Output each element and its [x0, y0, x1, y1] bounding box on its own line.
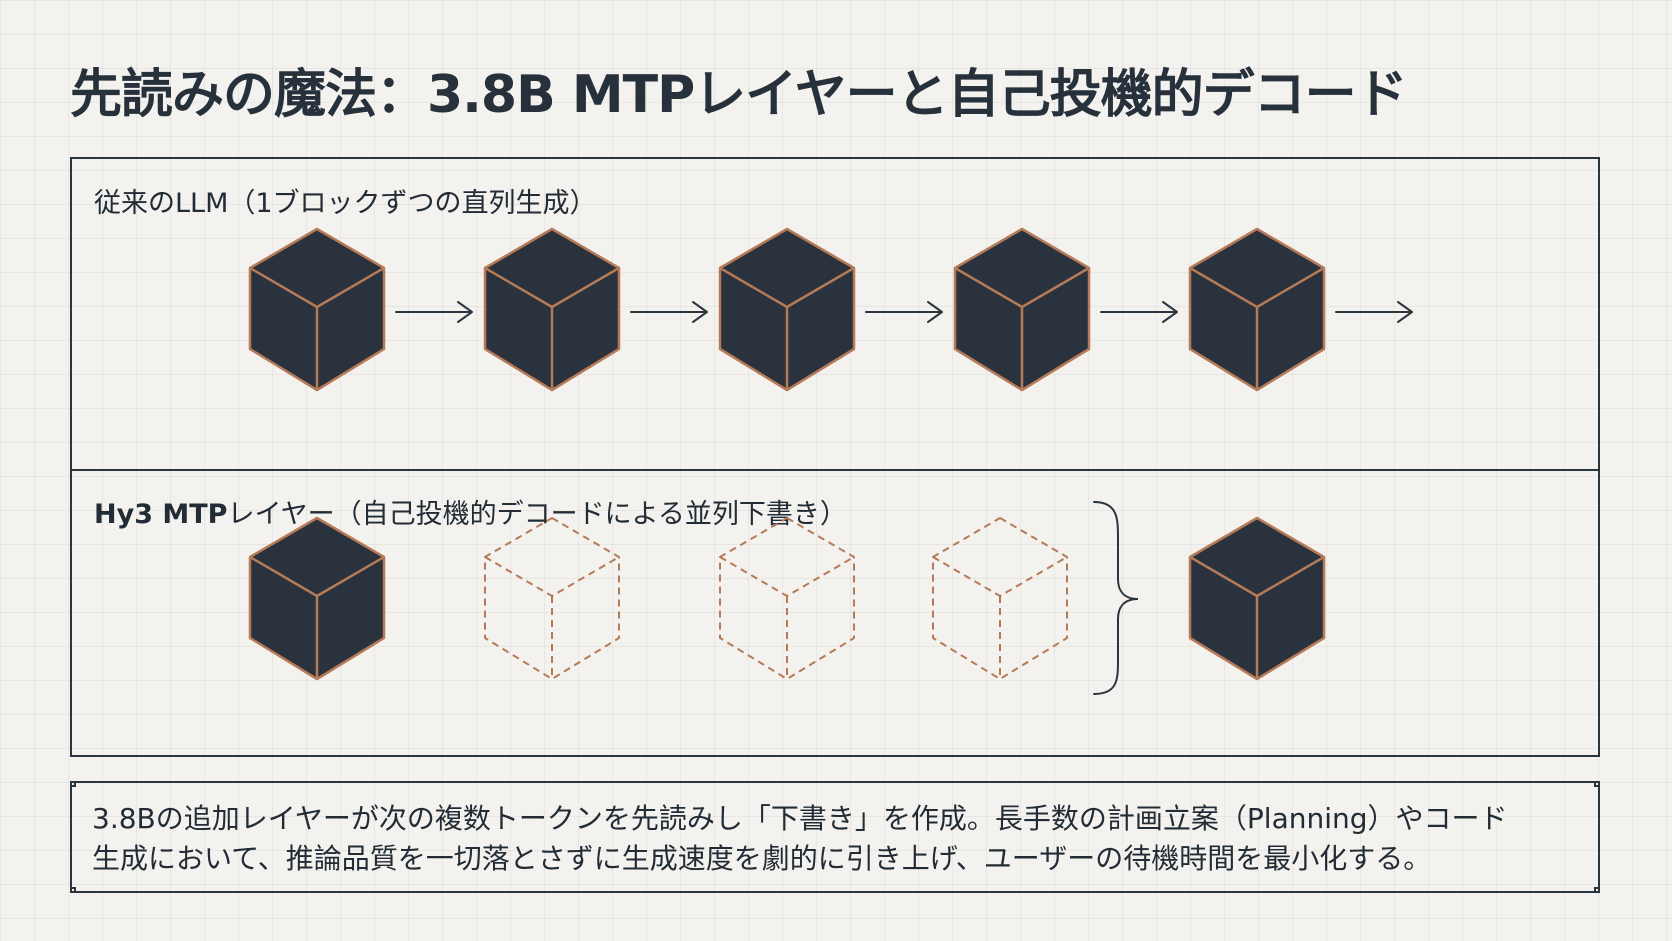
mtp-layer-label: Hy3 MTPレイヤー（自己投機的デコードによる並列下書き）	[94, 492, 847, 531]
solid-cube-1	[248, 227, 386, 392]
row-divider	[72, 469, 1598, 471]
solid-cube-2	[483, 227, 621, 392]
summary-note: 3.8Bの追加レイヤーが次の複数トークンを先読みし「下書き」を作成。長手数の計画…	[70, 781, 1600, 893]
draft-cube-3	[932, 517, 1068, 680]
mtp-label-bold: Hy3 MTP	[94, 499, 228, 530]
note-line-1: 3.8Bの追加レイヤーが次の複数トークンを先読みし「下書き」を作成。長手数の計画…	[92, 802, 1508, 835]
arrow-3	[865, 301, 943, 323]
mtp-result-cube	[1188, 516, 1326, 681]
resize-handle-top-left[interactable]	[72, 783, 76, 787]
arrow-1	[395, 301, 473, 323]
solid-cube-5	[1188, 227, 1326, 392]
mtp-solid-cube	[248, 516, 386, 681]
arrow-5	[1335, 301, 1413, 323]
resize-handle-top-right[interactable]	[1594, 783, 1598, 787]
resize-handle-bottom-left[interactable]	[72, 887, 76, 891]
arrow-4	[1100, 301, 1178, 323]
draft-cube-2	[719, 517, 855, 680]
curly-brace	[1093, 501, 1139, 695]
note-line-2: 生成において、推論品質を一切落とさずに生成速度を劇的に引き上げ、ユーザーの待機時…	[92, 842, 1432, 875]
page-title: 先読みの魔法：3.8B MTPレイヤーと自己投機的デコード	[70, 65, 1408, 125]
comparison-panel: 従来のLLM（1ブロックずつの直列生成） Hy3 MTPレイヤー（自己投機的デコ…	[70, 157, 1600, 757]
arrow-2	[630, 301, 708, 323]
draft-cube-1	[484, 517, 620, 680]
cube-diagram	[248, 227, 1413, 695]
resize-handle-bottom-right[interactable]	[1594, 887, 1598, 891]
solid-cube-3	[718, 227, 856, 392]
traditional-llm-label: 従来のLLM（1ブロックずつの直列生成）	[94, 188, 597, 219]
solid-cube-4	[953, 227, 1091, 392]
